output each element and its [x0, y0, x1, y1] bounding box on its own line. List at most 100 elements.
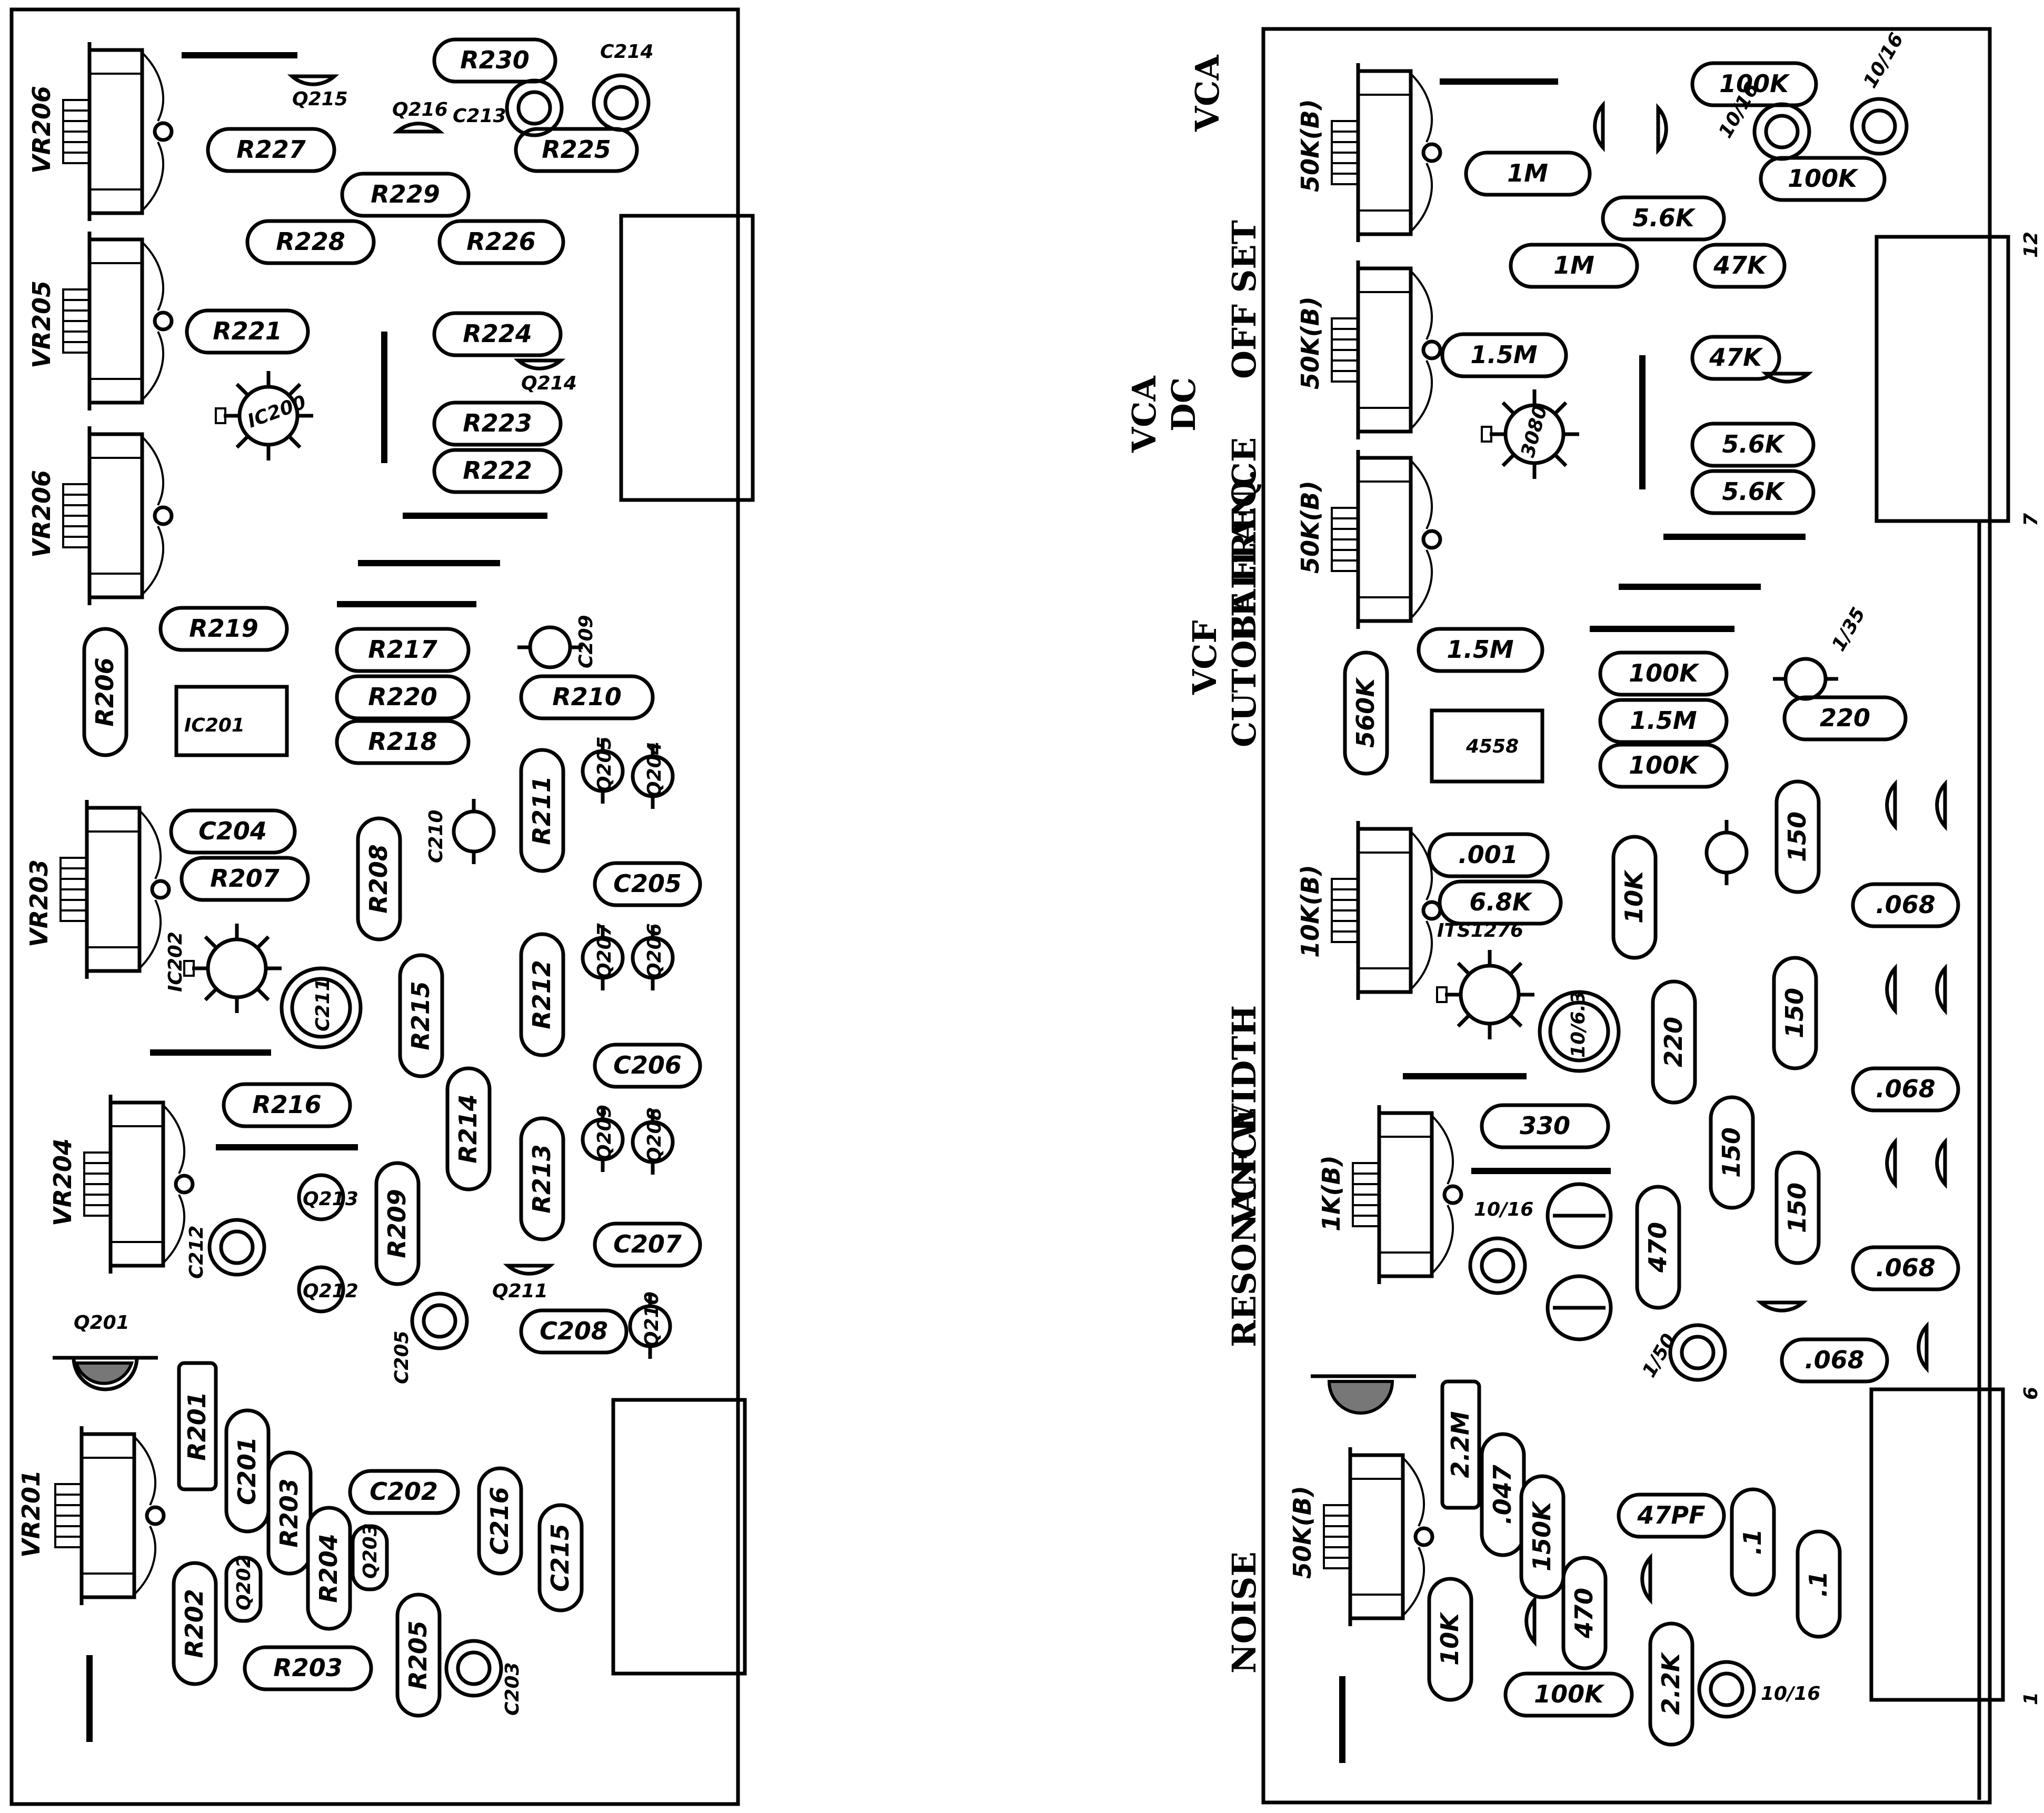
svg-text:150: 150	[1717, 1127, 1746, 1178]
r206: R206	[82, 627, 128, 757]
r229: R229	[340, 172, 471, 218]
svg-text:.068: .068	[1876, 1254, 1936, 1282]
svg-text:10K: 10K	[1435, 1611, 1464, 1666]
svg-text:R220: R220	[368, 683, 437, 711]
svg-text:10K: 10K	[1620, 869, 1648, 924]
pot-50k-3	[1332, 450, 1440, 629]
svg-text:C204: C204	[198, 817, 267, 845]
vr205-pot	[63, 232, 172, 410]
svg-text:IC201: IC201	[184, 715, 245, 736]
q212: Q212	[297, 1265, 358, 1314]
svg-text:1.5M: 1.5M	[1447, 635, 1513, 664]
val-10k-a: 10K	[1611, 835, 1658, 960]
r219: R219	[158, 606, 289, 652]
r212: R212	[519, 932, 565, 1057]
svg-text:C201: C201	[233, 1437, 261, 1505]
svg-text:.1: .1	[1738, 1529, 1767, 1555]
svg-text:R208: R208	[364, 844, 393, 913]
svg-text:C212: C212	[186, 1225, 207, 1279]
q213: Q213	[297, 1173, 358, 1221]
svg-text:R223: R223	[463, 409, 532, 437]
r216: R216	[222, 1082, 352, 1128]
val-150k: 150K	[1519, 1474, 1566, 1599]
svg-text:150: 150	[1780, 988, 1809, 1038]
r230: R230	[432, 37, 557, 84]
pot-50k-4	[1324, 1447, 1432, 1626]
r205: R205	[395, 1592, 442, 1718]
svg-text:Q213: Q213	[303, 1188, 358, 1210]
c208: C208	[519, 1308, 629, 1355]
svg-text:R204: R204	[314, 1534, 343, 1602]
trans-r8	[1887, 1142, 1895, 1184]
pot-1k-label: 1K(B)	[1317, 1155, 1345, 1231]
disk-r2	[1546, 1274, 1613, 1341]
val-068-c: .068	[1851, 1245, 1960, 1291]
pot-50k-3-label: 50K(B)	[1296, 480, 1324, 574]
svg-text:Q207: Q207	[594, 923, 615, 979]
q201: Q201	[53, 1312, 158, 1391]
svg-text:2.2K: 2.2K	[1657, 1651, 1685, 1715]
svg-text:.1: .1	[1804, 1571, 1832, 1597]
svg-text:R213: R213	[527, 1144, 556, 1213]
cap-10-63: 10/6.3	[1538, 990, 1621, 1073]
label-vcf-width: VCF WIDTH	[1225, 1005, 1263, 1227]
svg-text:R214: R214	[454, 1094, 482, 1163]
c205: C205	[593, 861, 702, 907]
svg-text:R224: R224	[463, 319, 532, 348]
svg-text:R210: R210	[552, 683, 621, 711]
label-noise: NOISE	[1225, 1551, 1263, 1674]
label-ballance: BALLANCE	[1225, 437, 1263, 642]
q204: Q204	[633, 742, 673, 809]
r202: R202	[172, 1561, 218, 1686]
svg-text:100K: 100K	[1788, 164, 1859, 193]
svg-text:C205: C205	[613, 869, 682, 898]
svg-text:R230: R230	[460, 46, 529, 74]
svg-text:100K: 100K	[1534, 1680, 1605, 1708]
svg-text:5.6K: 5.6K	[1632, 204, 1696, 232]
vr201-pot	[55, 1426, 164, 1605]
left-connector-bottom	[611, 1398, 747, 1676]
svg-text:R225: R225	[542, 135, 611, 164]
val-068-a: .068	[1851, 882, 1960, 928]
pin-1: 1	[2020, 1692, 2042, 1705]
r209: R209	[374, 1161, 421, 1286]
svg-text:5.6K: 5.6K	[1722, 430, 1785, 458]
q211: Q211	[492, 1266, 550, 1302]
val-068-b: .068	[1851, 1066, 1960, 1113]
label-vca: VCA	[1125, 376, 1163, 453]
c204: C204	[169, 808, 297, 855]
val-100k-a: 100K	[1690, 61, 1818, 107]
svg-text:R201: R201	[183, 1391, 211, 1460]
svg-text:C206: C206	[613, 1051, 682, 1079]
svg-text:Q212: Q212	[303, 1280, 358, 1302]
svg-text:6.8K: 6.8K	[1469, 888, 1532, 916]
val-01-b: .1	[1796, 1529, 1842, 1639]
c210-cap: C210	[425, 799, 494, 864]
svg-text:Q211: Q211	[492, 1280, 548, 1302]
val-56k-c: 5.6K	[1690, 469, 1816, 515]
q214	[519, 360, 561, 368]
val-56k-b: 5.6K	[1690, 422, 1816, 468]
ic-3080: 3080	[1482, 389, 1579, 479]
trans-r3	[1766, 374, 1808, 382]
svg-text:R205: R205	[404, 1620, 432, 1689]
trans-r1	[1595, 105, 1603, 147]
c213-cap: C213	[453, 78, 564, 137]
val-15m-c: 1.5M	[1598, 698, 1729, 744]
trans-r5	[1937, 784, 1945, 826]
svg-text:Q201: Q201	[74, 1312, 129, 1334]
trans-r12	[1642, 1558, 1650, 1600]
svg-text:Q202: Q202	[233, 1555, 255, 1610]
svg-text:R202: R202	[180, 1589, 208, 1658]
pot-50k-2-label: 50K(B)	[1296, 296, 1324, 389]
q215	[292, 76, 334, 84]
svg-text:10/16: 10/16	[1474, 1199, 1533, 1220]
c212-cap: C212	[186, 1218, 266, 1279]
ring-top-b: 10/16	[1850, 29, 1909, 156]
right-connector-bottom	[1869, 1387, 2005, 1702]
svg-text:R222: R222	[463, 456, 532, 485]
trans-r10	[1919, 1326, 1927, 1368]
svg-text:150: 150	[1783, 1183, 1811, 1233]
c211-cap: C211	[280, 966, 363, 1049]
